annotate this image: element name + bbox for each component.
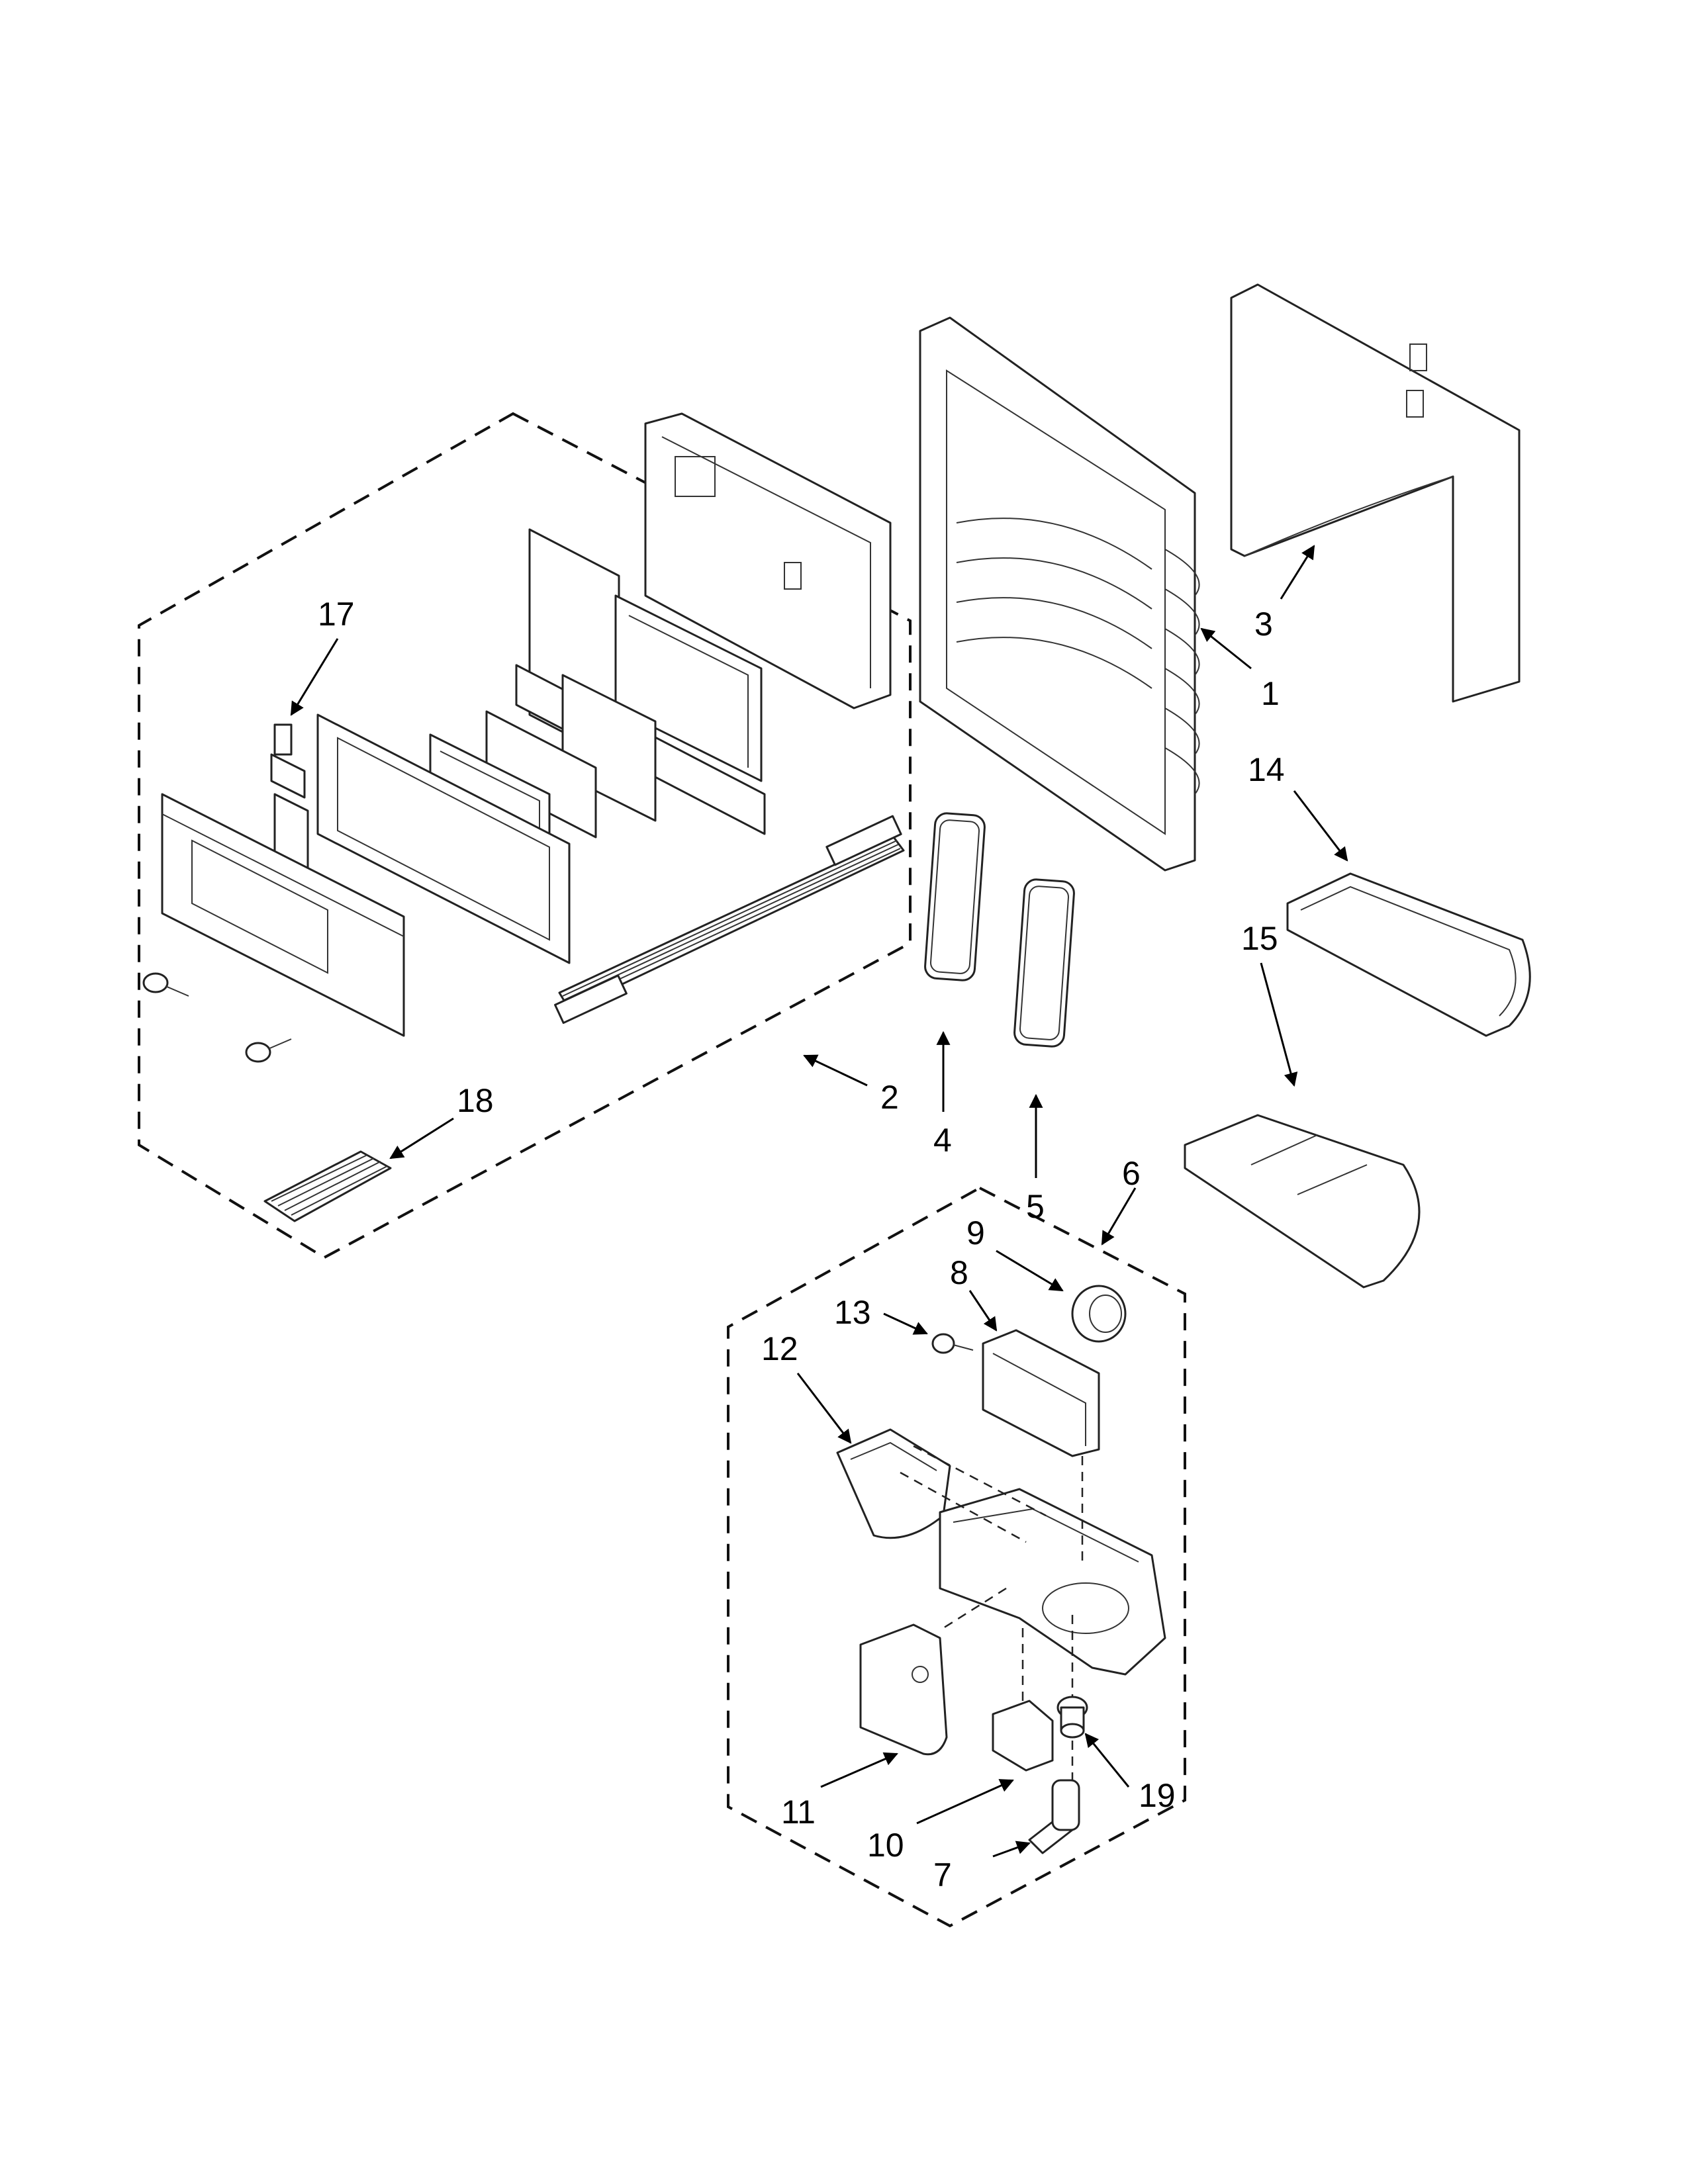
- group-2-dashed-border: [138, 412, 912, 1259]
- part-19-valve: [1056, 1696, 1088, 1739]
- callout-19: 19: [1139, 1777, 1176, 1814]
- callout-labels: 1 2 3 4 5 6 7 8 9 10 11 12 13 14 15 17 1…: [318, 596, 1285, 1893]
- callout-18: 18: [457, 1082, 494, 1119]
- leader-lines: [290, 545, 1348, 1858]
- part-8-bracket: [982, 1329, 1100, 1457]
- part-control-housing: [644, 412, 892, 709]
- part-4-pad: [924, 812, 986, 981]
- part-18-ribbon-cable: [263, 1150, 392, 1222]
- part-17-bracket: [270, 723, 306, 799]
- part-3-door-liner: [1230, 283, 1521, 703]
- callout-5: 5: [1026, 1188, 1045, 1225]
- part-screw-right: [245, 1038, 292, 1063]
- group-6-dashed-border: [727, 1186, 1186, 1928]
- assembly-dashed-lines: [900, 1445, 1084, 1780]
- part-11-cover: [859, 1623, 948, 1756]
- part-5-pad: [1013, 878, 1075, 1048]
- part-9-knob: [1071, 1285, 1127, 1343]
- callout-12: 12: [761, 1330, 798, 1367]
- callout-14: 14: [1248, 751, 1285, 788]
- callout-9: 9: [966, 1214, 985, 1251]
- part-display-frame: [316, 713, 571, 964]
- part-1-dispenser-housing: [919, 316, 1200, 872]
- part-7-elbow-fitting: [1028, 1779, 1080, 1854]
- callout-6: 6: [1122, 1155, 1141, 1192]
- part-dispenser-base: [939, 1488, 1166, 1676]
- part-13-screw: [931, 1333, 974, 1354]
- callout-11: 11: [781, 1794, 816, 1831]
- part-15-tray: [1184, 1114, 1421, 1289]
- part-screw-left: [142, 972, 189, 997]
- callout-15: 15: [1241, 920, 1278, 957]
- part-12-chute-cover: [836, 1428, 951, 1539]
- callout-10: 10: [867, 1827, 904, 1864]
- callout-2: 2: [880, 1079, 899, 1116]
- part-14-tray: [1286, 872, 1531, 1037]
- callout-13: 13: [834, 1294, 871, 1331]
- callout-1: 1: [1261, 675, 1280, 712]
- part-front-bezel: [161, 793, 405, 1037]
- callout-17: 17: [318, 596, 355, 633]
- part-2-ribbon-cable: [554, 815, 905, 1024]
- callout-4: 4: [933, 1122, 952, 1159]
- callout-8: 8: [950, 1254, 968, 1291]
- callout-3: 3: [1254, 606, 1273, 643]
- part-10-switch: [992, 1700, 1054, 1772]
- callout-7: 7: [933, 1856, 952, 1893]
